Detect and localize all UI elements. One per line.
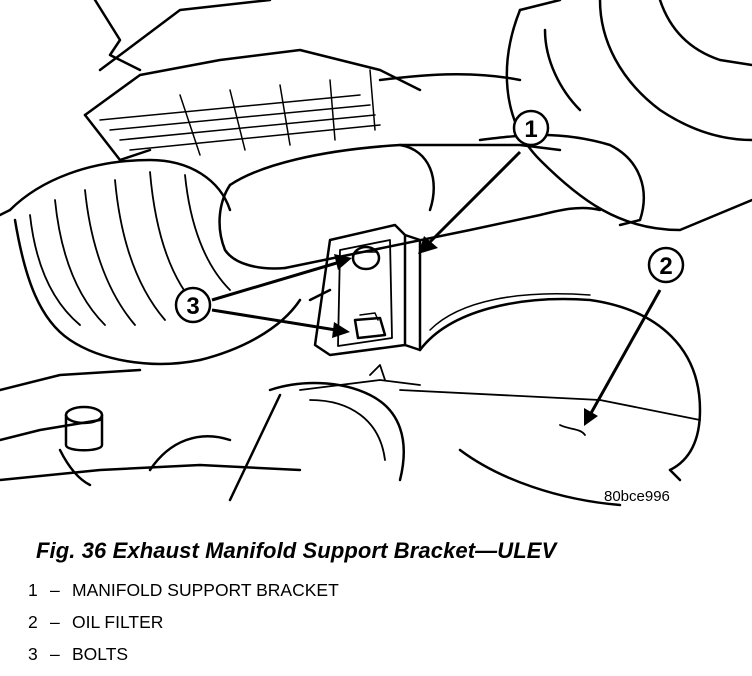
small-cylinder <box>64 405 104 452</box>
legend-number: 3 <box>28 644 38 664</box>
engine-housing <box>505 0 752 232</box>
bolt-upper <box>351 245 381 271</box>
figure-caption: Fig. 36 Exhaust Manifold Support Bracket… <box>36 538 557 563</box>
svg-text:3: 3 <box>186 293 199 320</box>
legend-item: 1 – MANIFOLD SUPPORT BRACKET <box>28 580 339 612</box>
legend-dash: – <box>50 612 60 632</box>
callout-3: 3 <box>174 286 212 324</box>
legend-text: BOLTS <box>72 644 129 664</box>
figure-image-code: 80bce996 <box>604 488 670 505</box>
legend-text: MANIFOLD SUPPORT BRACKET <box>72 580 339 600</box>
figure-legend: 1 – MANIFOLD SUPPORT BRACKET 2 – OIL FIL… <box>28 580 339 676</box>
callout-arrows <box>211 150 662 426</box>
svg-text:2: 2 <box>659 253 672 280</box>
legend-number: 2 <box>28 612 38 632</box>
oil-filter <box>418 293 702 482</box>
legend-item: 3 – BOLTS <box>28 644 339 676</box>
manifold-support-bracket <box>308 223 422 357</box>
ribbed-boot <box>0 158 302 392</box>
upper-manifold-structure <box>83 0 422 162</box>
callout-2: 2 <box>647 246 685 284</box>
lower-engine-block <box>0 364 701 507</box>
exhaust-manifold-illustration: 1 2 3 <box>0 0 752 507</box>
legend-text: OIL FILTER <box>72 612 164 632</box>
svg-text:1: 1 <box>524 116 537 143</box>
legend-dash: – <box>50 644 60 664</box>
legend-item: 2 – OIL FILTER <box>28 612 339 644</box>
legend-dash: – <box>50 580 60 600</box>
legend-number: 1 <box>28 580 38 600</box>
callout-1: 1 <box>512 109 550 147</box>
bolt-lower <box>353 312 387 340</box>
